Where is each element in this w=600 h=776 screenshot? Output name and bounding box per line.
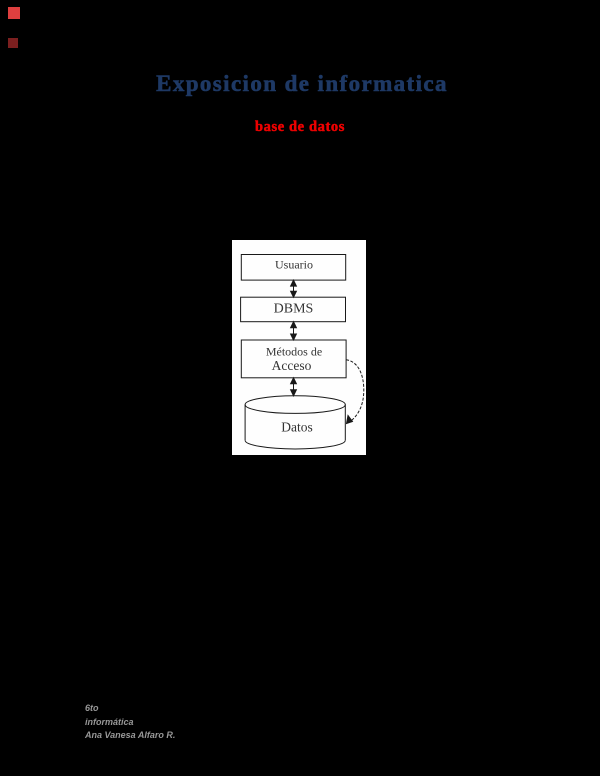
- svg-text:Acceso: Acceso: [272, 358, 312, 373]
- svg-text:Métodos de: Métodos de: [266, 344, 322, 358]
- svg-text:DBMS: DBMS: [274, 302, 314, 317]
- svg-text:Usuario: Usuario: [275, 258, 313, 272]
- svg-text:Datos: Datos: [281, 420, 313, 435]
